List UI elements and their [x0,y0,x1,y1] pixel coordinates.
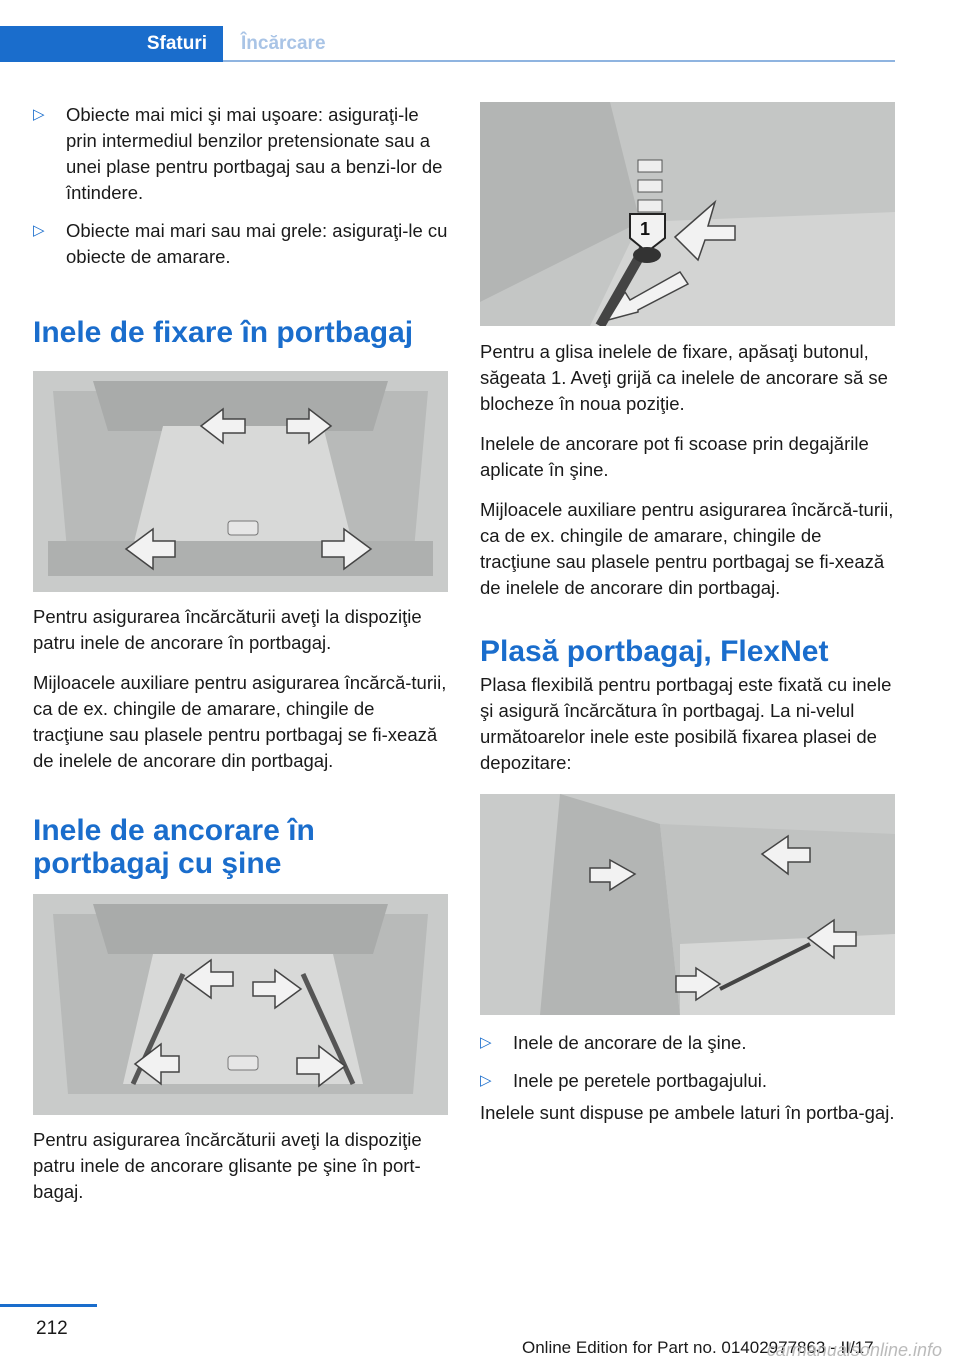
trunk-illustration [33,894,448,1115]
heading-line: portbagaj cu şine [33,847,282,880]
section-heading-rail-rings: Inele de ancorare în portbagaj cu şine [33,814,448,880]
paragraph: Pentru asigurarea încărcăturii aveţi la … [33,1129,422,1202]
page-number: 212 [36,1318,68,1339]
bullet-text: Obiecte mai mici şi mai uşoare: asiguraţ… [66,104,443,203]
heading-line: Inele de ancorare în [33,814,315,847]
footer-rule [0,1304,97,1307]
trunk-rail-rings-figure [33,894,448,1115]
bullet-item: ▷ Inele pe peretele portbagajului. [480,1068,895,1094]
watermark: carmanualsonline.info [766,1340,942,1360]
trunk-illustration [33,371,448,592]
header-chapter-label: Încărcare [241,33,326,54]
bullet-item: ▷ Obiecte mai mici şi mai uşoare: asigur… [33,102,448,206]
paragraph: Mijloacele auxiliare pentru asigurarea î… [33,672,447,771]
triangle-bullet-icon: ▷ [480,1072,492,1089]
header-tab-inactive: Încărcare [241,26,326,62]
section-heading-flexnet: Plasă portbagaj, FlexNet [480,635,829,668]
paragraph: Mijloacele auxiliare pentru asigurarea î… [480,499,894,598]
header-rule [223,60,895,62]
trunk-fixing-rings-figure [33,371,448,592]
flexnet-illustration [480,794,895,1015]
bullet-item: ▷ Obiecte mai mari sau mai grele: asigur… [33,218,448,270]
rail-illustration: 1 [480,102,895,326]
bullet-item: ▷ Inele de ancorare de la şine. [480,1030,895,1056]
paragraph: Pentru asigurarea încărcăturii aveţi la … [33,606,422,653]
header-section-label: Sfaturi [146,33,207,54]
paragraph: Inelele sunt dispuse pe ambele laturi în… [480,1102,895,1123]
triangle-bullet-icon: ▷ [33,106,45,123]
left-column: ▷ Obiecte mai mici şi mai uşoare: asigur… [33,102,448,1219]
right-column: 1 Pentru a glisa inelele de fixare, apăs… [480,102,895,1140]
bullet-text: Obiecte mai mari sau mai grele: asiguraţ… [66,220,448,267]
header-tab-active: Sfaturi [0,26,223,62]
edition-note: Online Edition for Part no. 01402977863 … [522,1338,874,1357]
triangle-bullet-icon: ▷ [33,222,45,239]
bullet-text: Inele de ancorare de la şine. [513,1032,747,1053]
figure-callout-number: 1 [640,219,650,239]
triangle-bullet-icon: ▷ [480,1034,492,1051]
paragraph: Inelele de ancorare pot fi scoase prin d… [480,433,869,480]
bullet-text: Inele pe peretele portbagajului. [513,1070,768,1091]
section-heading-fixing-rings: Inele de fixare în portbagaj [33,316,414,349]
rail-slide-figure: 1 [480,102,895,326]
paragraph: Pentru a glisa inelele de fixare, apăsaţ… [480,341,888,414]
flexnet-figure [480,794,895,1015]
paragraph: Plasa flexibilă pentru portbagaj este fi… [480,674,892,773]
